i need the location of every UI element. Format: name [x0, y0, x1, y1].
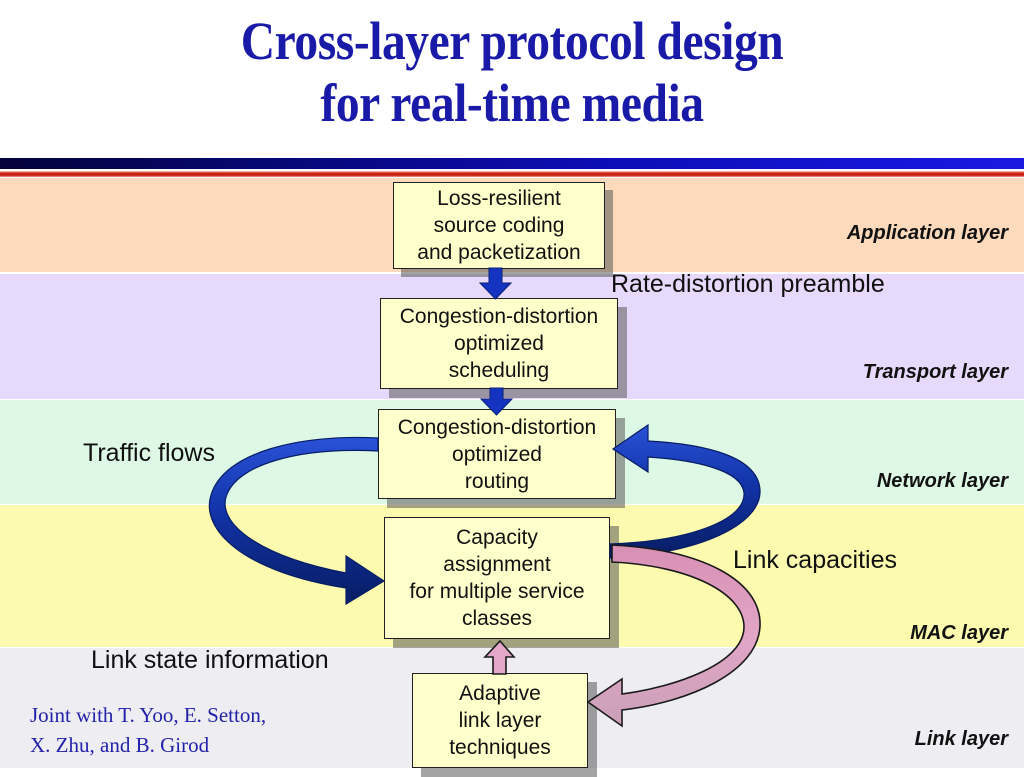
- layer-label-network: Network layer: [876, 470, 1008, 492]
- layer-label-mac: MAC layer: [910, 622, 1008, 644]
- annotation-traffic-flows: Traffic flows: [83, 439, 215, 467]
- arrow-capacity-to-routing: [609, 423, 761, 559]
- process-box-routing[interactable]: Congestion-distortion optimized routing: [378, 409, 616, 499]
- process-box-capacity-assignment[interactable]: Capacity assignment for multiple service…: [384, 517, 610, 639]
- divider-bar-navy: [0, 158, 1024, 169]
- layer-label-transport: Transport layer: [862, 361, 1008, 383]
- title-line-1: Cross-layer protocol design: [240, 11, 784, 71]
- process-box-scheduling[interactable]: Congestion-distortion optimized scheduli…: [380, 298, 618, 389]
- process-box-adaptive-link-layer-label: Adaptive link layer techniques: [449, 682, 551, 759]
- divider-bar-red: [0, 171, 1024, 177]
- arrow-capacity-to-adaptive: [586, 544, 761, 728]
- layer-label-application: Application layer: [846, 222, 1008, 244]
- annotation-rate-distortion-preamble: Rate-distortion preamble: [611, 270, 885, 298]
- credits-text: Joint with T. Yoo, E. Setton, X. Zhu, an…: [30, 703, 267, 757]
- process-box-scheduling-label: Congestion-distortion optimized scheduli…: [399, 305, 599, 382]
- arrow-scheduling-to-routing: [479, 387, 514, 416]
- annotation-link-state-information: Link state information: [91, 646, 329, 674]
- process-box-routing-label: Congestion-distortion optimized routing: [397, 415, 597, 493]
- arrow-adaptive-to-capacity: [483, 639, 516, 675]
- process-box-capacity-assignment-label: Capacity assignment for multiple service…: [409, 526, 585, 630]
- process-box-source-coding[interactable]: Loss-resilient source coding and packeti…: [393, 182, 605, 269]
- arrow-routing-to-capacity: [208, 436, 386, 606]
- process-box-source-coding-label: Loss-resilient source coding and packeti…: [417, 187, 581, 264]
- arrow-source-to-scheduling: [478, 267, 513, 300]
- layer-label-link: Link layer: [914, 728, 1008, 750]
- slide-title: Cross-layer protocol design for real-tim…: [61, 10, 962, 134]
- title-line-2: for real-time media: [320, 73, 704, 133]
- annotation-link-capacities: Link capacities: [733, 546, 897, 574]
